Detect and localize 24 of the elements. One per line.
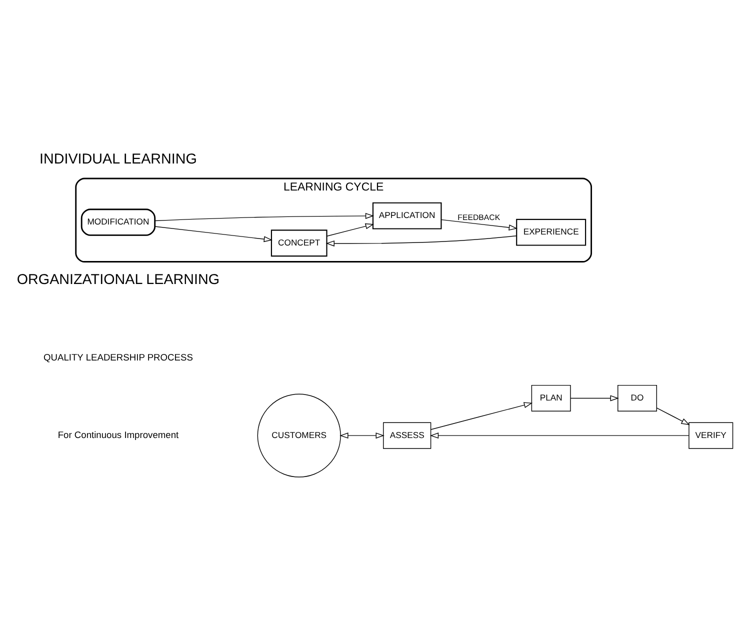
label: ORGANIZATIONAL LEARNING: [16, 272, 220, 288]
arrow: [430, 402, 533, 430]
arrow: [656, 407, 690, 425]
node-box: VERIFY: [688, 422, 734, 448]
label: QUALITY LEADERSHIP PROCESS: [43, 352, 193, 362]
arrow: [570, 394, 619, 401]
arrow: [326, 235, 517, 246]
label: INDIVIDUAL LEARNING: [39, 150, 197, 167]
arrow: [326, 222, 374, 236]
node-circle: CUSTOMERS: [257, 393, 341, 477]
label: For Continuous Improvement: [58, 430, 179, 440]
node-box: PLAN: [531, 384, 571, 411]
arrow: [440, 218, 518, 230]
arrow: [430, 432, 690, 438]
node-box: EXPERIENCE: [516, 218, 586, 246]
node-box: APPLICATION: [372, 202, 442, 229]
node-box: ASSESS: [383, 422, 432, 448]
node-box: CONCEPT: [270, 229, 328, 256]
edge-label: FEEDBACK: [458, 212, 500, 222]
arrow: [154, 226, 272, 242]
arrow: [340, 432, 384, 438]
node-box: DO: [618, 384, 657, 411]
arrow: [154, 212, 374, 221]
node-box: MODIFICATION: [80, 208, 156, 236]
